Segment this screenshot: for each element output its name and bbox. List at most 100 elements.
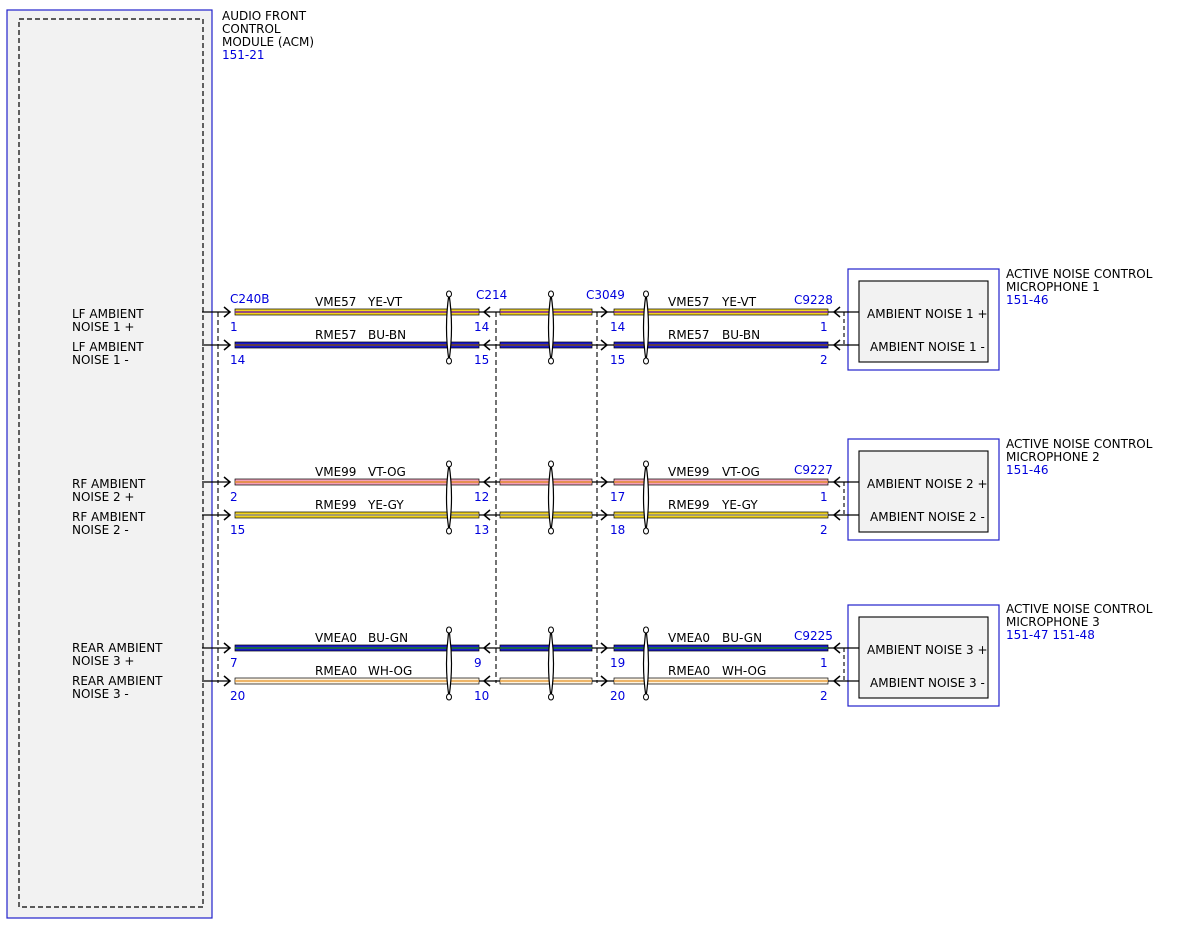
pin-number: 12 [474,490,489,504]
microphone-1-pin-plus: AMBIENT NOISE 1 + [867,307,988,321]
pin-number: 1 [820,490,828,504]
wire-circuit-label: VME99 [668,465,709,479]
wire-color-label: BU-BN [722,328,760,342]
pin-number: 18 [610,523,625,537]
module-pin-label: NOISE 3 + [72,654,134,668]
pin-number: 2 [820,523,828,537]
connector-arrow [600,642,609,654]
pin-number: 15 [610,353,625,367]
connector-arrow [832,642,841,654]
wire-rme57 [202,341,859,349]
pin-number: 14 [474,320,489,334]
microphone-2-title-line-2: MICROPHONE 2 [1006,450,1100,464]
connector-arrow [600,339,609,351]
connector-arrow [832,306,841,318]
module-pin-label: NOISE 2 - [72,523,129,537]
wire-color-label: BU-GN [722,631,762,645]
module-box [6,9,213,919]
microphone-3-inner [858,616,989,699]
module-pin-label: NOISE 3 - [72,687,129,701]
wire-break-symbol [547,626,555,701]
microphone-3-pin-plus: AMBIENT NOISE 3 + [867,643,988,657]
pin-number: 20 [230,689,245,703]
wire-circuit-label: RMEA0 [668,664,710,678]
module-pin-label: LF AMBIENT [72,340,144,354]
pin-number: 1 [820,656,828,670]
wire-color-label: WH-OG [722,664,766,678]
wire-rmea0 [202,677,859,685]
wire-break-symbol [642,290,650,365]
module-pin-label: NOISE 1 - [72,353,129,367]
connector-arrow [600,509,609,521]
microphone-3-title-line-1: ACTIVE NOISE CONTROL [1006,602,1153,616]
pin-number: 14 [610,320,625,334]
connector-label-c240b: C240B [230,292,270,306]
wire-circuit-label: RME57 [315,328,357,342]
microphone-1-refs: 151-46 [1006,293,1049,307]
wire-rme99 [202,511,859,519]
pin-number: 10 [474,689,489,703]
microphone-1-connector: C9228 [794,293,833,307]
connector-arrow [600,476,609,488]
wire-break-symbol [445,626,453,701]
pin-number: 2 [820,353,828,367]
connector-arrow [482,509,491,521]
connector-arrow [223,339,232,351]
connector-arrow [223,642,232,654]
module-pin-label: REAR AMBIENT [72,641,163,655]
connector-arrow [482,675,491,687]
connector-label-c214: C214 [476,288,507,302]
connector-arrow [482,476,491,488]
pin-number: 13 [474,523,489,537]
microphone-1-pin-minus: AMBIENT NOISE 1 - [870,340,985,354]
microphone-1-inner [858,280,989,363]
connector-arrow [600,306,609,318]
wire-vme99 [202,478,859,486]
module-pin-label: NOISE 2 + [72,490,134,504]
wire-color-label: WH-OG [368,664,412,678]
microphone-3-refs: 151-47 151-48 [1006,628,1095,642]
wire-break-symbol [547,290,555,365]
module-pin-label: NOISE 1 + [72,320,134,334]
wire-color-label: VT-OG [722,465,760,479]
microphone-2-pin-minus: AMBIENT NOISE 2 - [870,510,985,524]
wire-circuit-label: RME99 [315,498,357,512]
module-ref: 151-21 [222,48,265,62]
wire-color-label: BU-BN [368,328,406,342]
module-title-line-3: MODULE (ACM) [222,35,314,49]
wire-color-label: YE-VT [721,295,757,309]
module-inner-dashed [18,18,204,908]
module-pin-label: RF AMBIENT [72,477,146,491]
wire-color-label: YE-VT [367,295,403,309]
module-pin-label: RF AMBIENT [72,510,146,524]
connector-arrow [832,476,841,488]
wire-break-symbol [642,626,650,701]
connector-arrow [482,306,491,318]
microphone-2-connector: C9227 [794,463,833,477]
wire-color-label: VT-OG [368,465,406,479]
pin-number: 14 [230,353,245,367]
connector-arrow [482,339,491,351]
pin-number: 7 [230,656,238,670]
pin-number: 2 [230,490,238,504]
connector-label-c3049: C3049 [586,288,625,302]
module-title-line-2: CONTROL [222,22,281,36]
wire-circuit-label: VME99 [315,465,356,479]
microphone-2-pin-plus: AMBIENT NOISE 2 + [867,477,988,491]
wire-circuit-label: RME99 [668,498,710,512]
module-title-line-1: AUDIO FRONT [222,9,307,23]
microphone-3-title-line-2: MICROPHONE 3 [1006,615,1100,629]
microphone-2-title-line-1: ACTIVE NOISE CONTROL [1006,437,1153,451]
connector-arrow [223,476,232,488]
microphone-2-inner [858,450,989,533]
wire-break-symbol [642,460,650,535]
connector-arrow [832,675,841,687]
pin-number: 9 [474,656,482,670]
pin-number: 1 [820,320,828,334]
module-pin-label: REAR AMBIENT [72,674,163,688]
wire-vme57 [202,308,859,316]
module-pin-label: LF AMBIENT [72,307,144,321]
wire-circuit-label: VME57 [668,295,709,309]
